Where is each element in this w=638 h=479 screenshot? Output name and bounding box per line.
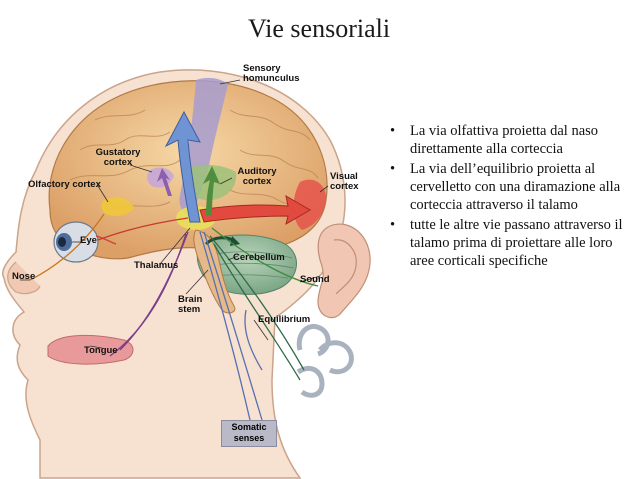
label-olfactory-cortex: Olfactory cortex [28,179,101,190]
brain-gyri [69,109,319,213]
label-visual-cortex: Visual cortex [330,171,359,192]
bullet-text: La via olfattiva proietta dal naso diret… [410,123,599,157]
visual-cortex-area [293,179,326,230]
bullet-text: tutte le altre vie passano attraverso il… [410,217,623,269]
sensory-pathways-illustration [2,69,371,479]
nose [7,261,41,295]
bullet-item: • tutte le altre vie passano attraverso … [388,216,624,270]
inner-ear [296,324,354,398]
bullet-item: • La via olfattiva proietta dal naso dir… [388,122,624,158]
label-eye: Eye [80,235,97,246]
bullet-marker: • [390,161,396,177]
label-brain-stem: Brain stem [178,294,203,315]
bullet-item: • La via dell’equilibrio proietta al cer… [388,160,624,214]
bullet-text: La via dell’equilibrio proietta al cerve… [410,161,621,213]
gustatory-pathway-arrow [157,168,172,196]
ear [317,223,371,319]
label-somatic-senses: Somatic senses [221,420,277,447]
label-tongue: Tongue [84,345,118,356]
brain-stem [193,229,236,314]
label-nose: Nose [12,271,36,282]
slide-title: Vie sensoriali [247,14,391,43]
label-sensory-homunculus: Sensory homunculus [243,63,300,84]
nerve-pathways [29,213,319,421]
label-gustatory-cortex: Gustatory cortex [95,147,141,168]
auditory-pathway-arrow [203,166,220,216]
bullet-marker: • [390,217,396,233]
bullet-marker: • [390,123,396,139]
tongue [47,334,134,365]
label-sound: Sound [300,274,330,285]
somatic-pathway-arrow [164,110,201,223]
label-cerebellum: Cerebellum [233,252,285,263]
olfactory-cortex-area [101,197,134,216]
visual-pathway-arrow [199,195,311,226]
bullet-list: • La via olfattiva proietta dal naso dir… [388,122,624,272]
label-equilibrium: Equilibrium [258,314,311,325]
leader-lines [20,79,329,349]
label-auditory-cortex: Auditory cortex [237,166,277,187]
label-thalamus: Thalamus [134,260,179,271]
